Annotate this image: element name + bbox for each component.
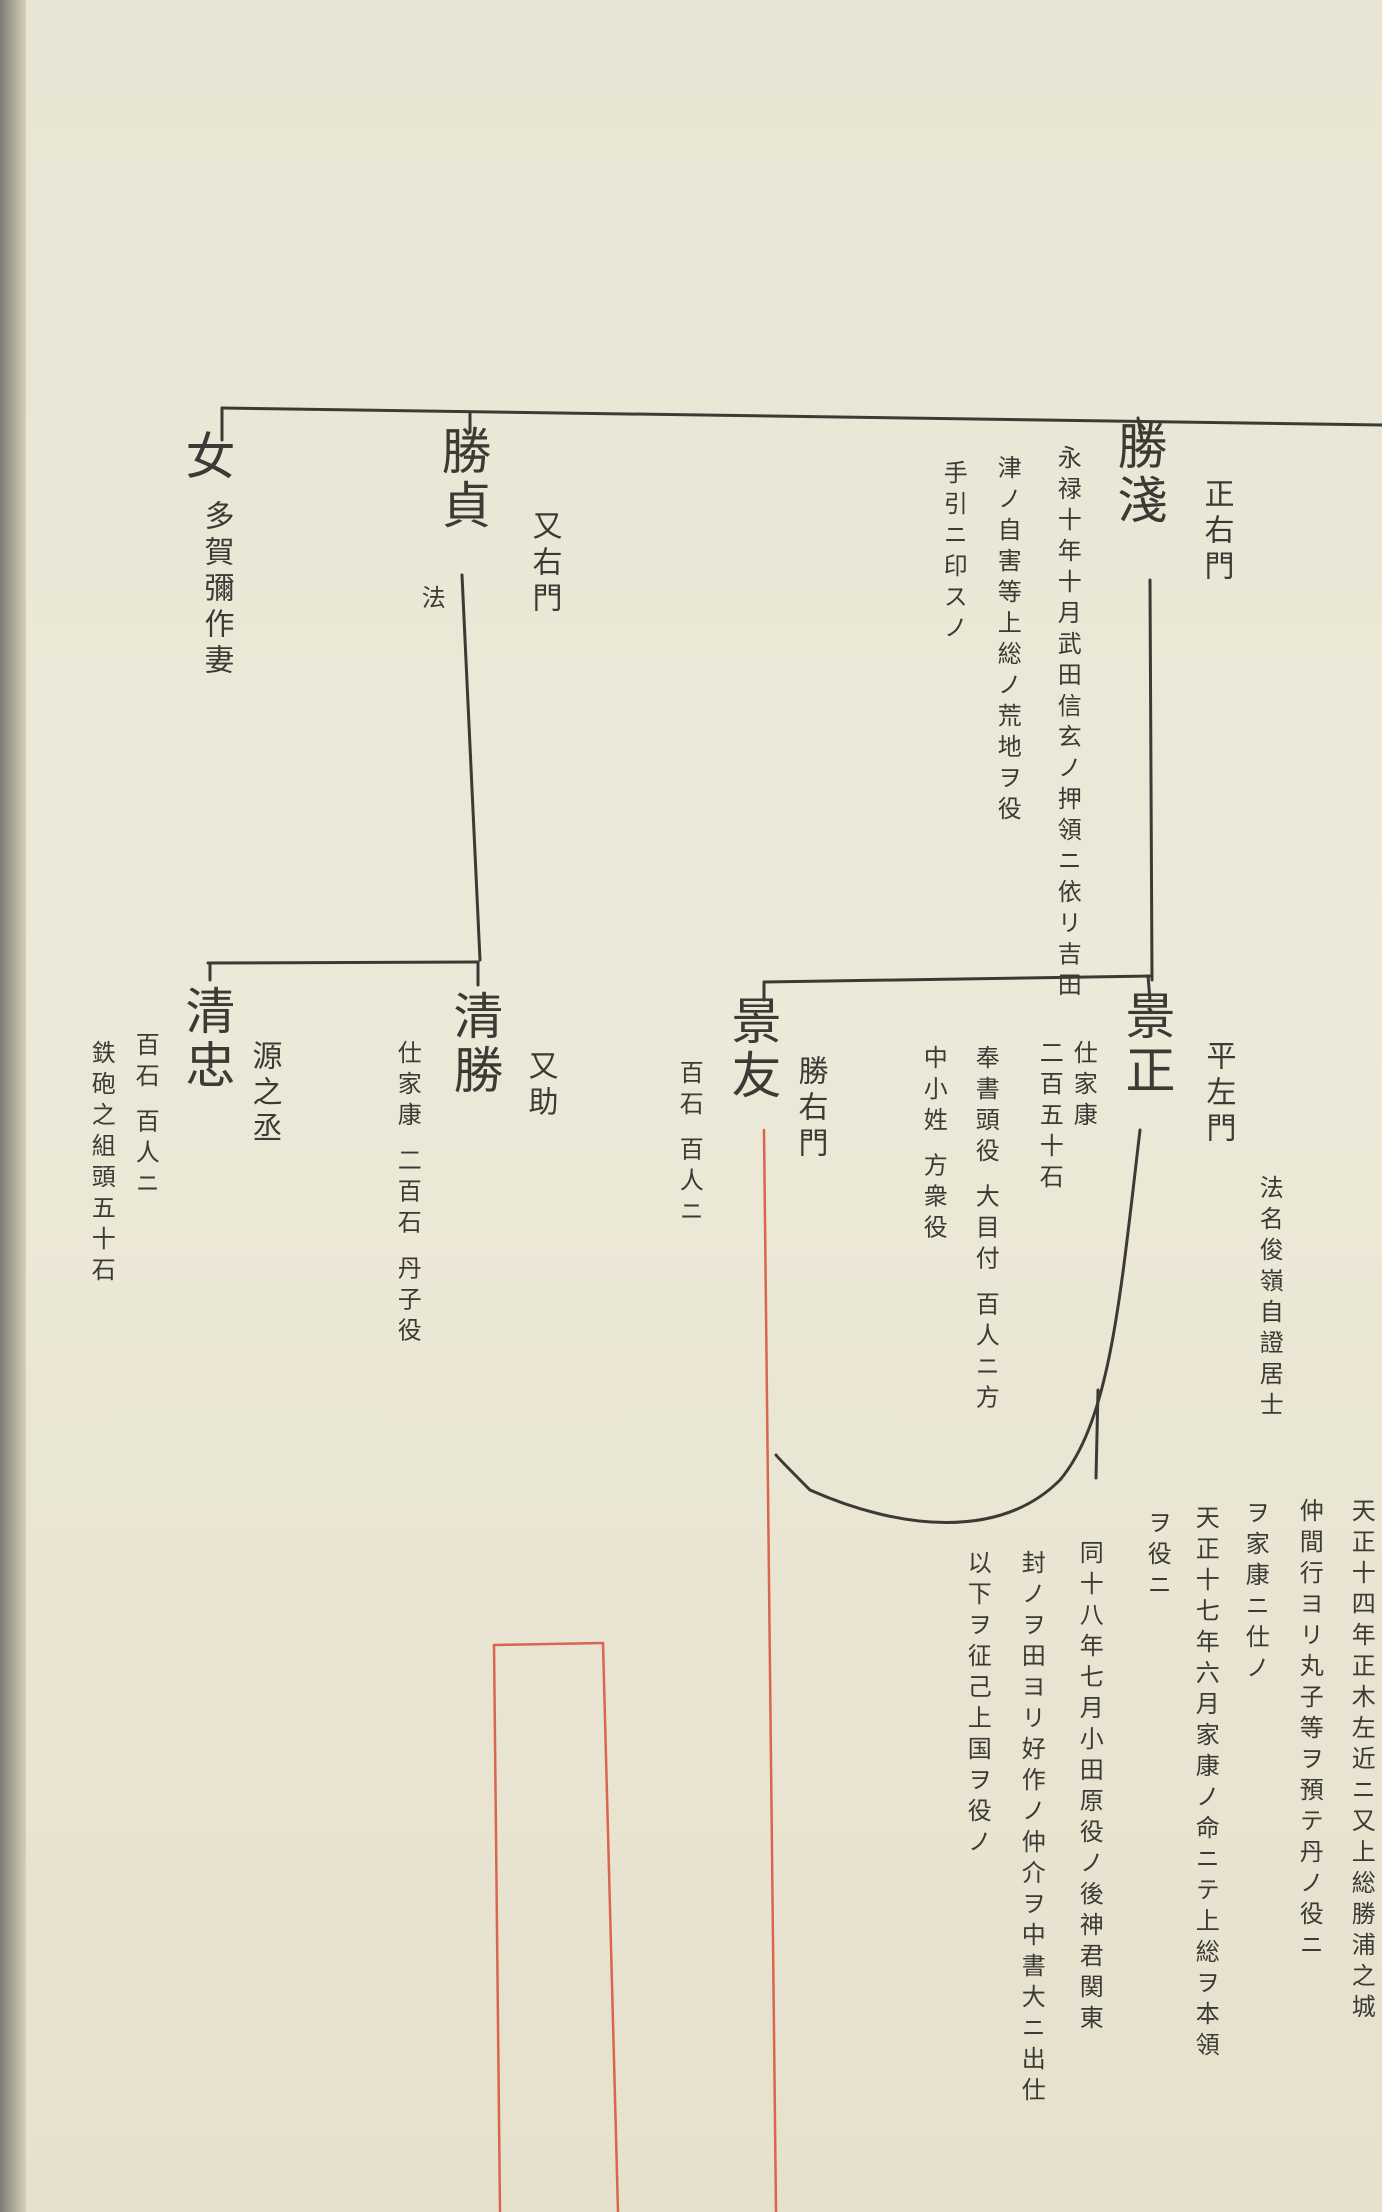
katsutoshi-children-line bbox=[762, 974, 1154, 984]
kiyotada-name: 清忠 bbox=[177, 985, 236, 1093]
kagemasa-note-col-3: 奉書頭役 大目付 百人ニ方 bbox=[971, 1045, 1000, 1416]
red-box-left bbox=[492, 1643, 502, 2212]
binding-edge bbox=[0, 0, 26, 2212]
katsusada-name: 勝貞 bbox=[433, 425, 492, 533]
daughter-note: 多賀彌作妻 bbox=[198, 500, 234, 680]
bottom-note-col-4: 天正十七年六月家康ノ命ニテ上総ヲ本領 bbox=[1191, 1505, 1220, 2063]
kagetomo-alias: 勝右門 bbox=[792, 1055, 828, 1163]
top-generation-line bbox=[220, 406, 1382, 427]
katsusada-note: 法 bbox=[417, 585, 446, 616]
kagemasa-tick bbox=[1094, 1388, 1100, 1480]
bottom-note-col-8: 以下ヲ征己上国ヲ役ノ bbox=[963, 1550, 992, 1860]
katsutoshi-alias: 正右門 bbox=[1198, 478, 1234, 586]
katsusada-trunk bbox=[460, 573, 482, 962]
red-line-kagetomo bbox=[762, 1128, 778, 2212]
katsutoshi-trunk bbox=[1148, 578, 1154, 982]
kagemasa-alias: 平左門 bbox=[1200, 1040, 1236, 1148]
bottom-note-col-1: 天正十四年正木左近ニ又上総勝浦之城 bbox=[1347, 1498, 1376, 2025]
kagemasa-name: 景正 bbox=[1117, 990, 1176, 1098]
kiyotada-note-col-2: 鉄砲之組頭五十石 bbox=[87, 1040, 116, 1288]
katsutoshi-name: 勝淺 bbox=[1109, 420, 1168, 528]
kagemasa-drop bbox=[1146, 974, 1152, 1002]
kiyotada-note-col-1: 百石 百人ニ bbox=[131, 1032, 160, 1202]
bottom-note-col-2: 仲間行ヨリ丸子等ヲ預テ丹ノ役ニ bbox=[1295, 1498, 1324, 1963]
kagemasa-note-col-1: 仕家康 bbox=[1069, 1040, 1098, 1133]
katsusada-children-line bbox=[206, 960, 480, 965]
kagetomo-note: 百石 百人ニ bbox=[675, 1060, 704, 1230]
katsutoshi-note-col-1: 永禄十年十月武田信玄ノ押領ニ依リ吉田 bbox=[1053, 445, 1082, 1003]
kagemasa-curve bbox=[774, 1128, 1142, 1524]
kiyokatsu-alias: 又助 bbox=[522, 1050, 558, 1122]
kiyokatsu-note: 仕家康 二百石 丹子役 bbox=[393, 1040, 422, 1349]
daughter-name: 女 bbox=[177, 430, 236, 484]
kagemasa-note-col-2: 二百五十石 bbox=[1035, 1040, 1064, 1195]
kiyokatsu-name: 清勝 bbox=[445, 990, 504, 1098]
bottom-note-col-3: ヲ家康ニ仕ノ bbox=[1241, 1500, 1270, 1686]
katsutoshi-note-col-2: 津ノ自害等上総ノ荒地ヲ役 bbox=[993, 455, 1022, 827]
red-box-top bbox=[492, 1641, 605, 1647]
bottom-note-col-6: 同十八年七月小田原役ノ後神君関東 bbox=[1075, 1540, 1104, 2036]
kiyotada-alias: 源之丞 bbox=[246, 1040, 282, 1148]
bottom-note-col-7: 封ノヲ田ヨリ好作ノ仲介ヲ中書大ニ出仕 bbox=[1017, 1550, 1046, 2108]
kagemasa-note-col-4: 中小姓 方衆役 bbox=[919, 1045, 948, 1246]
katsutoshi-note-col-3: 手引ニ印スノ bbox=[939, 460, 968, 646]
katsusada-alias: 又右門 bbox=[526, 510, 562, 618]
bottom-note-col-5: ヲ役ニ bbox=[1143, 1510, 1172, 1603]
kagetomo-name: 景友 bbox=[723, 995, 782, 1103]
katsutoshi-drop bbox=[1136, 416, 1144, 442]
kagemasa-side-note: 法名俊嶺自證居士 bbox=[1255, 1175, 1284, 1423]
red-box-right bbox=[601, 1641, 620, 2212]
